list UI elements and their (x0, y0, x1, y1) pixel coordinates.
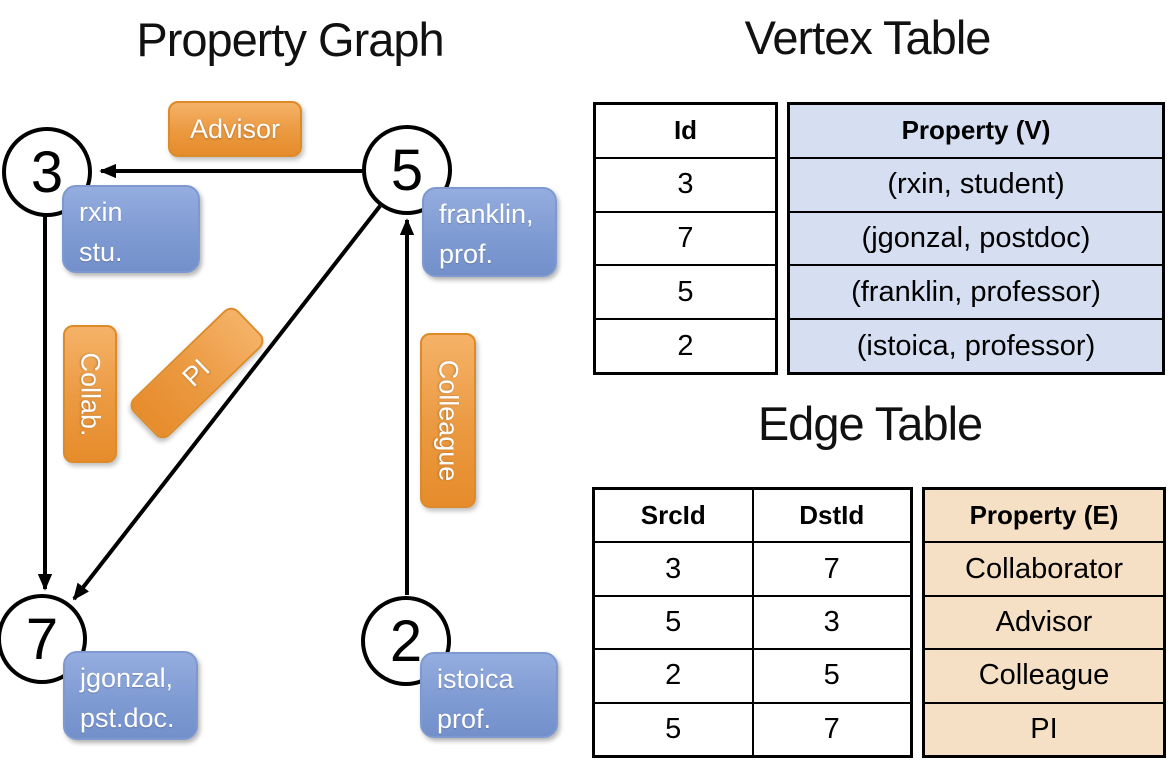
vertex-box-rxin: rxin stu. (62, 185, 200, 273)
edge-property-cell: Advisor (925, 594, 1163, 649)
edge-property-cell: PI (925, 701, 1163, 756)
graph-node-7-id: 7 (25, 606, 59, 672)
edge-table-dstid-column: DstId 7 3 5 7 (751, 490, 910, 755)
property-graph-title: Property Graph (136, 13, 444, 66)
edge-label-colleague: Colleague (420, 333, 476, 508)
vertex-box-istoica: istoica prof. (420, 652, 558, 738)
edge-label-advisor: Advisor (168, 101, 302, 157)
edge-property-cell: Collaborator (925, 541, 1163, 595)
edge-label-collab: Collab. (63, 325, 117, 463)
vertex-table-property-column: Property (V) (rxin, student) (jgonzal, p… (787, 102, 1165, 375)
edge-pi-arrow (72, 204, 382, 601)
edge-dst-cell: 5 (753, 648, 910, 701)
edge-label-advisor-text: Advisor (189, 113, 281, 144)
vertex-table: Id 3 7 5 2 Property (V) (rxin, student) … (593, 102, 1165, 375)
vertex-box-franklin-line2: prof. (439, 238, 494, 269)
vertex-property-cell: (rxin, student) (790, 156, 1162, 211)
edge-table-dstid-header: DstId (799, 500, 865, 531)
edge-label-collab-text: Collab. (75, 351, 106, 437)
vertex-id-cell: 2 (596, 318, 775, 372)
vertex-box-jgonzal-line2: pst.doc. (80, 702, 175, 733)
vertex-property-cell: (istoica, professor) (790, 318, 1162, 372)
edge-table-property-column: Property (E) Collaborator Advisor Collea… (922, 487, 1166, 758)
vertex-property-cell: (jgonzal, postdoc) (790, 210, 1162, 265)
vertex-id-cell: 7 (596, 210, 775, 265)
edge-dst-cell: 7 (753, 541, 910, 594)
vertex-table-id-header: Id (673, 115, 698, 146)
graph-node-5: 5 (362, 125, 452, 215)
edge-table: SrcId 3 5 2 5 DstId 7 3 5 7 Property (E)… (592, 487, 1166, 758)
graph-node-2-id: 2 (389, 608, 423, 674)
edge-dst-cell: 3 (753, 594, 910, 648)
edge-property-cell: Colleague (925, 648, 1163, 702)
edge-src-cell: 5 (595, 701, 752, 755)
vertex-box-rxin-line1: rxin (79, 197, 123, 227)
vertex-box-franklin-line1: franklin, (439, 199, 534, 229)
vertex-id-cell: 5 (596, 264, 775, 318)
edge-dst-cell: 7 (753, 701, 910, 755)
edge-label-colleague-text: Colleague (433, 359, 464, 482)
vertex-box-franklin: franklin, prof. (422, 187, 557, 277)
edge-table-id-columns: SrcId 3 5 2 5 DstId 7 3 5 7 (592, 487, 913, 758)
graph-node-5-id: 5 (390, 137, 424, 203)
edge-label-pi-text: PI (177, 352, 217, 393)
vertex-box-istoica-line2: prof. (437, 703, 492, 734)
vertex-box-jgonzal: jgonzal, pst.doc. (63, 651, 198, 740)
edge-src-cell: 2 (595, 648, 752, 701)
vertex-box-istoica-line1: istoica (437, 664, 514, 694)
edge-table-srcid-header: SrcId (640, 500, 706, 531)
edge-table-property-header: Property (E) (925, 490, 1163, 542)
vertex-property-cell: (franklin, professor) (790, 264, 1162, 319)
edge-table-title: Edge Table (757, 397, 983, 450)
vertex-table-property-header: Property (V) (790, 105, 1162, 157)
edge-src-cell: 5 (595, 594, 752, 648)
graph-edges-layer (37, 163, 415, 601)
vertex-box-jgonzal-line1: jgonzal, (80, 663, 174, 693)
edge-src-cell: 3 (595, 541, 752, 594)
vertex-table-title: Vertex Table (744, 11, 992, 64)
vertex-box-rxin-line2: stu. (79, 236, 123, 267)
graph-node-3: 3 (2, 127, 92, 217)
vertex-table-id-column: Id 3 7 5 2 (593, 102, 778, 375)
graph-node-3-id: 3 (30, 139, 64, 205)
edge-table-srcid-column: SrcId 3 5 2 5 (595, 490, 752, 755)
vertex-id-cell: 3 (596, 156, 775, 211)
